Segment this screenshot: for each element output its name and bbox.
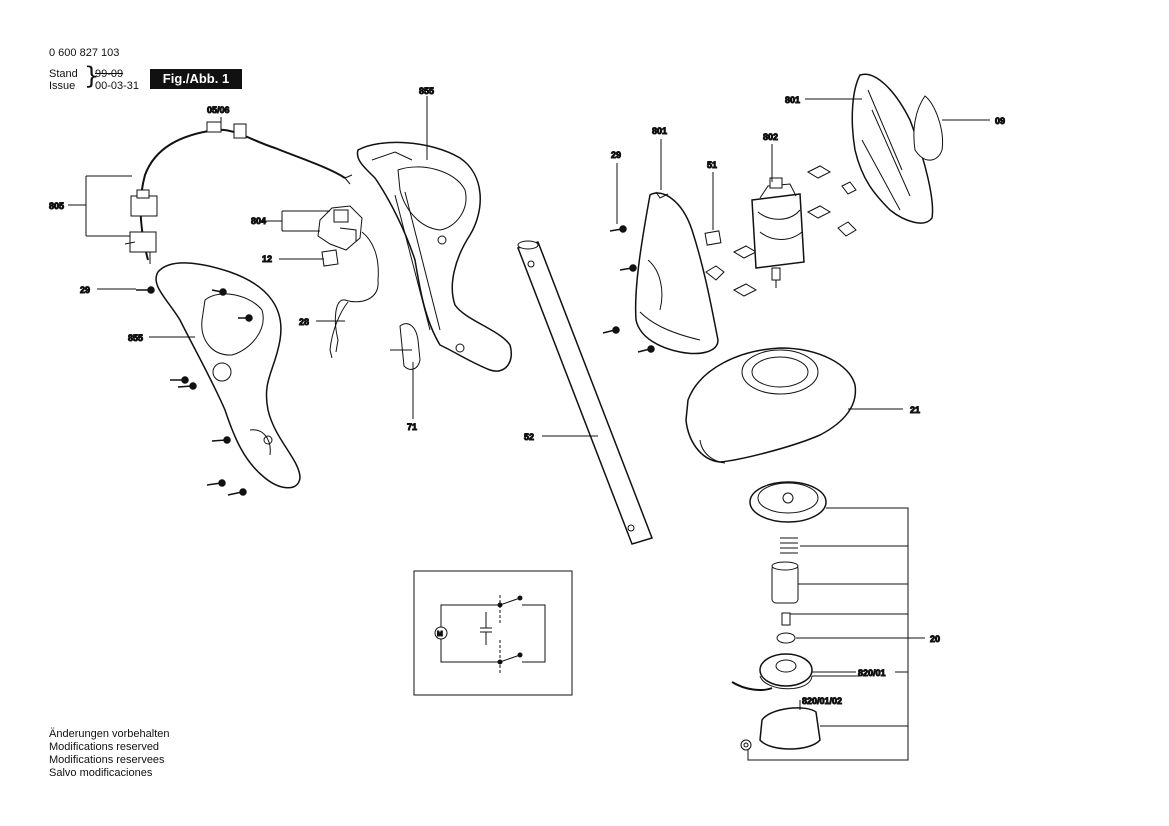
label-20: 20 [930, 634, 940, 644]
label-804: 804 [251, 216, 266, 226]
label-29-right: 29 [611, 150, 621, 160]
top-cover-drawing [851, 73, 944, 224]
document-number: 0 600 827 103 [49, 47, 120, 59]
brace-icon: } [84, 62, 100, 90]
brush-parts-drawing [704, 165, 857, 297]
label-805: 805 [49, 201, 64, 211]
switch-drawing [317, 205, 379, 281]
label-05-06: 05/06 [207, 105, 230, 115]
part-number-labels: 05/06 805 804 12 29 855 28 855 71 52 29 … [49, 86, 1006, 707]
issue-label: Issue [49, 80, 76, 92]
label-29-left: 29 [80, 285, 90, 295]
power-cable-drawing [124, 121, 353, 264]
stand-label: Stand [49, 68, 78, 80]
svg-text:M: M [437, 631, 443, 638]
label-51: 51 [707, 160, 717, 170]
label-21: 21 [910, 405, 920, 415]
label-855-left: 855 [128, 333, 143, 343]
spool-assembly-drawing [731, 481, 827, 751]
label-09: 09 [995, 116, 1005, 126]
wiring-schematic: M [413, 570, 573, 696]
label-802: 802 [763, 132, 778, 142]
figure-title: Fig./Abb. 1 [150, 69, 242, 89]
motor-cover-drawing [634, 191, 719, 355]
spool-cover-drawing [685, 347, 857, 464]
screw-icons-right [602, 225, 655, 353]
label-12: 12 [262, 254, 272, 264]
label-855-center: 855 [419, 86, 434, 96]
motor-drawing [751, 177, 805, 288]
left-housing-drawing [155, 262, 301, 489]
leader-lines [68, 96, 990, 761]
clip-part-drawing [390, 323, 421, 370]
label-28: 28 [299, 317, 309, 327]
label-71: 71 [407, 422, 417, 432]
note-line: Modifications reservees [49, 754, 165, 766]
wire-drawing [329, 279, 379, 359]
shaft-tube-drawing [517, 240, 653, 545]
label-801-left: 801 [652, 126, 667, 136]
note-line: Änderungen vorbehalten [49, 728, 170, 740]
note-line: Modifications reserved [49, 741, 160, 753]
modification-notes: Änderungen vorbehalten Modifications res… [49, 728, 169, 780]
label-820-01-02: 820/01/02 [802, 696, 842, 706]
note-line: Salvo modificaciones [49, 767, 153, 779]
label-801-top: 801 [785, 95, 800, 105]
issue-date: 00-03-31 [95, 80, 140, 92]
label-820-01: 820/01 [858, 668, 886, 678]
stand-date: 99-09 [95, 68, 124, 80]
screw-icons-left [136, 286, 253, 496]
label-52: 52 [524, 432, 534, 442]
center-housing-drawing [356, 141, 512, 372]
